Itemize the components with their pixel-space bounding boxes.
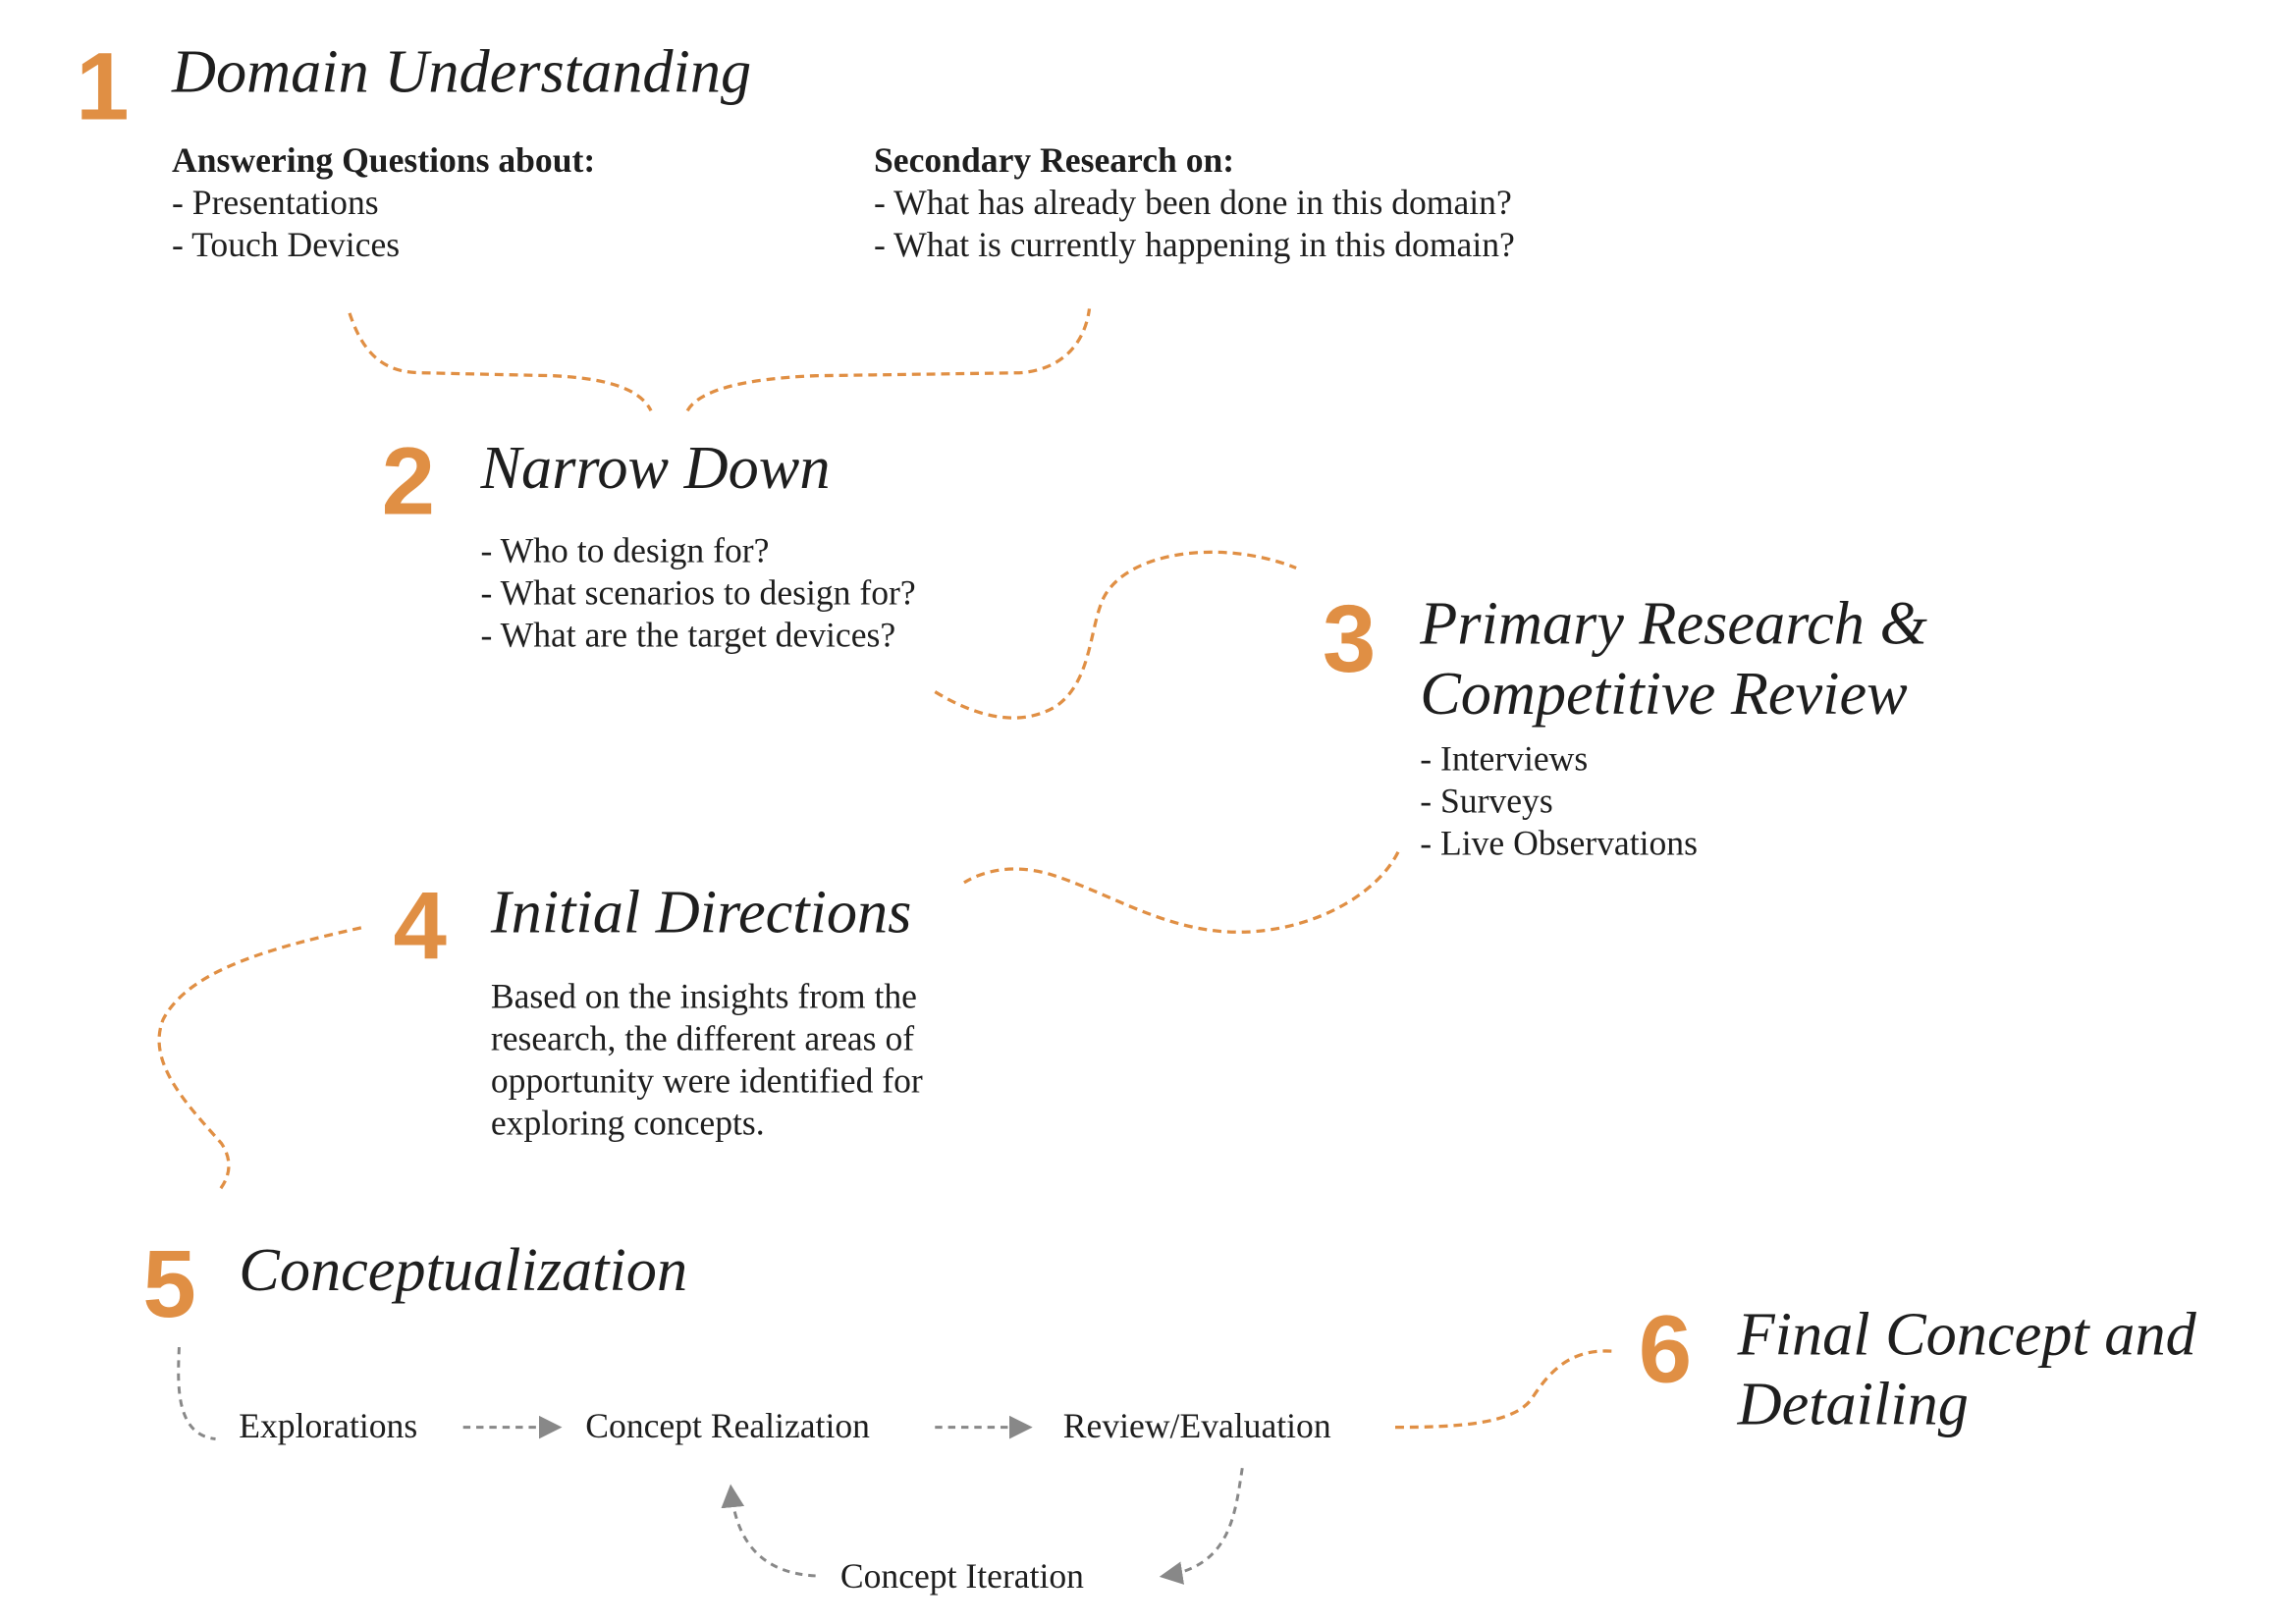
brace-right-connector — [685, 308, 1092, 412]
connector-4-5 — [157, 926, 362, 1193]
list-item: - Presentations — [172, 185, 379, 223]
list-item: - What scenarios to design for? — [480, 574, 916, 614]
step-1-column-questions: Answering Questions about: - Presentatio… — [172, 141, 595, 268]
title-line: Competitive Review — [1420, 661, 1908, 729]
step-4-number: 4 — [393, 871, 447, 979]
step-2-list: - Who to design for? - What scenarios to… — [480, 531, 915, 658]
step-1-number: 1 — [76, 31, 130, 140]
flow-review-evaluation: Review/Evaluation — [1062, 1408, 1331, 1446]
arrow-review-iteration — [1159, 1467, 1244, 1585]
list-item: - What has already been done in this dom… — [873, 185, 1512, 223]
step-4-description: Based on the insights from the research,… — [491, 977, 923, 1146]
step-6-title: Final Concept and Detailing — [1738, 1301, 2196, 1440]
column-heading: Secondary Research on: — [873, 142, 1235, 181]
description-line: research, the different areas of — [490, 1020, 915, 1059]
list-item: - Who to design for? — [480, 532, 770, 571]
list-item: - What are the target devices? — [480, 617, 896, 656]
flow-concept-iteration: Concept Iteration — [839, 1558, 1084, 1597]
connector-5-6 — [1395, 1349, 1617, 1430]
connector-2-3 — [934, 550, 1297, 720]
description-line: Based on the insights from the — [490, 978, 917, 1017]
step-3-list: - Interviews - Surveys - Live Observatio… — [1420, 740, 1698, 867]
list-item: - Interviews — [1420, 740, 1589, 780]
step-1-title: Domain Understanding — [172, 39, 752, 107]
step-1-column-secondary-research: Secondary Research on: - What has alread… — [874, 141, 1515, 268]
connector-3-4 — [963, 850, 1400, 934]
title-line: Primary Research & — [1420, 591, 1927, 659]
list-item: - Touch Devices — [172, 227, 401, 265]
step-3-title: Primary Research & Competitive Review — [1420, 590, 1927, 730]
list-item: - What is currently happening in this do… — [873, 227, 1515, 265]
list-item: - Surveys — [1420, 784, 1553, 822]
title-line: Detailing — [1737, 1372, 1969, 1439]
step-2-number: 2 — [381, 426, 436, 535]
description-line: opportunity were identified for — [490, 1062, 923, 1102]
connector-5-explorations — [177, 1346, 216, 1440]
step-2-title: Narrow Down — [480, 435, 831, 503]
step-5-title: Conceptualization — [239, 1237, 688, 1306]
step-3-number: 3 — [1322, 583, 1377, 692]
description-line: exploring concepts. — [490, 1105, 765, 1144]
brace-left-connector — [348, 312, 653, 412]
list-item: - Live Observations — [1420, 826, 1698, 864]
flow-concept-realization: Concept Realization — [585, 1408, 870, 1446]
title-line: Final Concept and — [1737, 1302, 2196, 1370]
step-6-number: 6 — [1638, 1294, 1693, 1403]
step-4-title: Initial Directions — [490, 879, 912, 947]
step-5-number: 5 — [142, 1228, 196, 1337]
flow-explorations: Explorations — [239, 1408, 418, 1446]
arrow-iteration-realization — [721, 1484, 816, 1578]
column-heading: Answering Questions about: — [172, 142, 596, 181]
